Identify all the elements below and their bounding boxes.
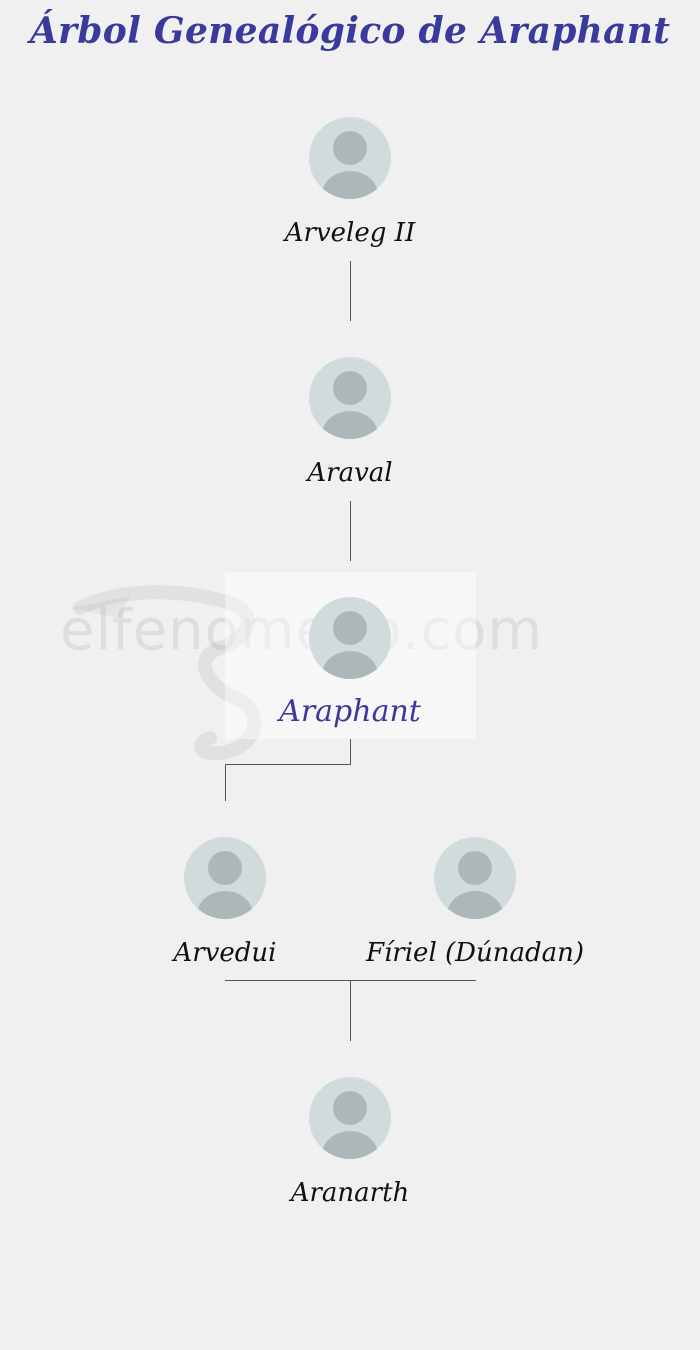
person-name: Araval xyxy=(307,458,393,488)
connector-line xyxy=(225,764,351,765)
connector-line xyxy=(350,501,351,561)
person-name-focus: Araphant xyxy=(279,694,421,729)
person-node-araval[interactable]: Araval xyxy=(225,357,475,488)
person-name: Fíriel (Dúnadan) xyxy=(365,938,585,968)
person-placeholder-icon xyxy=(309,357,391,439)
person-placeholder-icon xyxy=(309,117,391,199)
page-title: Árbol Genealógico de Araphant xyxy=(29,10,671,52)
person-node-arveleg[interactable]: Arveleg II xyxy=(225,117,475,248)
person-node-aranarth[interactable]: Aranarth xyxy=(225,1077,475,1208)
person-node-arvedui[interactable]: Arvedui xyxy=(100,837,350,968)
person-node-firiel[interactable]: Fíriel (Dúnadan) xyxy=(350,837,600,968)
person-name: Arveleg II xyxy=(284,218,416,248)
connector-line xyxy=(350,980,351,1041)
person-placeholder-icon xyxy=(309,1077,391,1159)
person-name: Arvedui xyxy=(173,938,277,968)
person-placeholder-icon xyxy=(184,837,266,919)
connector-line xyxy=(350,261,351,321)
person-node-araphant[interactable]: Araphant xyxy=(225,597,475,729)
person-name: Aranarth xyxy=(290,1178,410,1208)
connector-line xyxy=(225,764,226,801)
person-placeholder-icon xyxy=(309,597,391,679)
person-placeholder-icon xyxy=(434,837,516,919)
connector-line xyxy=(350,739,351,764)
